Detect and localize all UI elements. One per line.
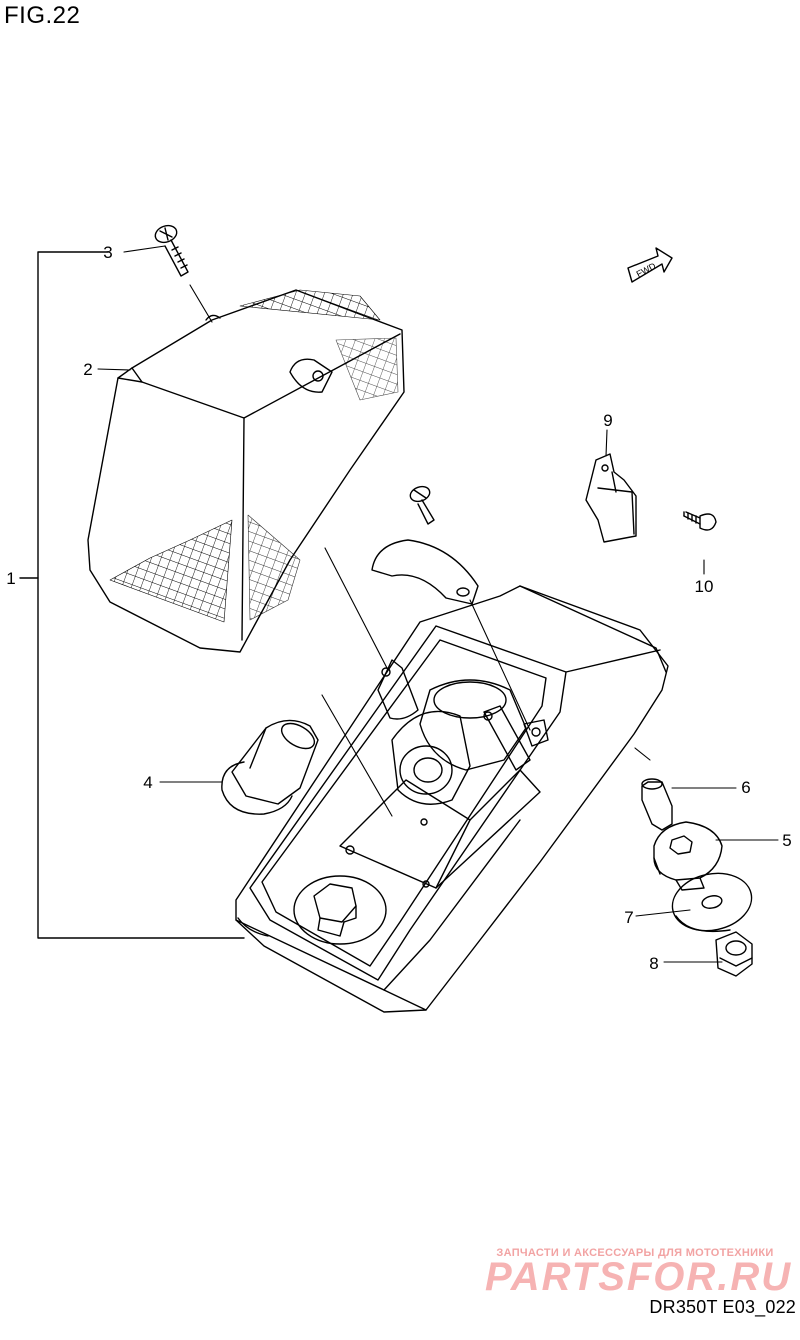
assembly-bracket <box>19 251 245 939</box>
bracket-clamp-part <box>371 485 479 605</box>
callout-10: 10 <box>694 577 714 596</box>
bulb-part <box>221 719 319 815</box>
callout-6: 6 <box>741 778 751 797</box>
lens-screw-part <box>154 224 189 277</box>
nut-part <box>715 931 753 977</box>
watermark-tagline: ЗАПЧАСТИ И АКСЕССУАРЫ ДЛЯ МОТОТЕХНИКИ <box>496 1247 774 1259</box>
callout-5: 5 <box>782 831 792 850</box>
washer-part <box>671 872 753 933</box>
callout-2: 2 <box>83 360 93 379</box>
watermark-logo: PARTSFOR.RU <box>485 1255 793 1299</box>
bolt-part <box>683 511 717 531</box>
figure-title: FIG.22 <box>4 2 81 29</box>
fwd-arrow: FWD <box>627 247 673 283</box>
callout-8: 8 <box>649 954 659 973</box>
socket-part <box>339 659 549 889</box>
housing-grommet <box>293 875 387 945</box>
leader-lines <box>97 245 779 963</box>
callout-4: 4 <box>143 773 153 792</box>
callout-9: 9 <box>603 411 613 430</box>
lens-part <box>87 289 405 653</box>
housing-part <box>235 585 669 1013</box>
callout-3: 3 <box>103 243 113 262</box>
clip-part <box>585 453 637 543</box>
callout-1: 1 <box>6 569 16 588</box>
drawing-reference: DR350T E03_022 <box>649 1297 796 1317</box>
cushion-part <box>653 821 723 891</box>
callout-7: 7 <box>624 908 634 927</box>
collar-part <box>641 778 673 831</box>
